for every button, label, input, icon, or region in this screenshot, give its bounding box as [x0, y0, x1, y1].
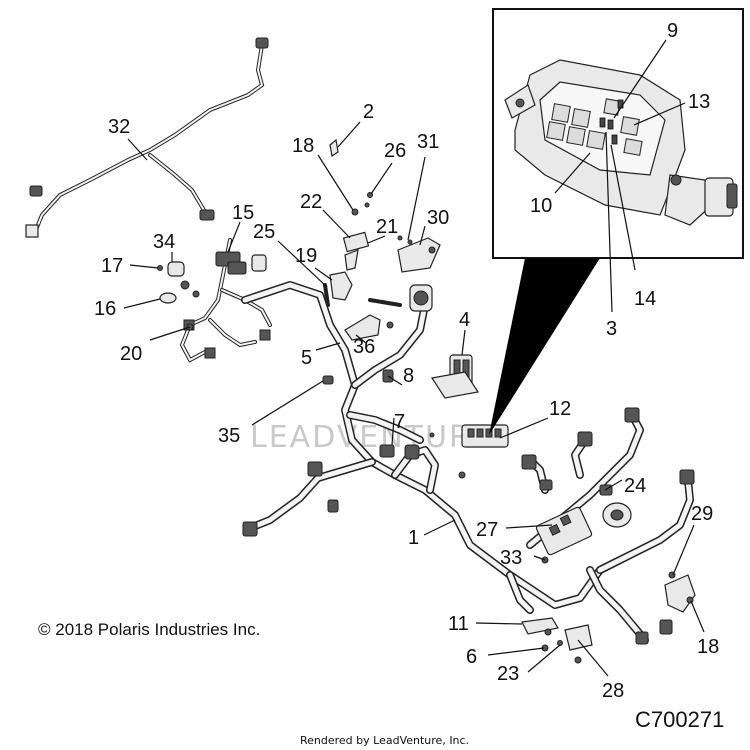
callout-17: 17: [101, 255, 123, 277]
leader-10: [554, 152, 591, 194]
callout-12: 12: [549, 398, 571, 420]
callout-15: 15: [232, 202, 254, 224]
callout-20: 20: [120, 343, 142, 365]
callout-36: 36: [353, 336, 375, 358]
callout-26: 26: [384, 140, 406, 162]
callout-32: 32: [108, 116, 130, 138]
callout-21: 21: [376, 216, 398, 238]
callout-33: 33: [500, 547, 522, 569]
callout-13: 13: [688, 91, 710, 113]
callout-34: 34: [153, 231, 175, 253]
callout-18-top: 18: [292, 135, 314, 157]
callout-numbers: 1 2 3 4 5 6 7 8 9 10 11 12 13 14 15 16 1…: [94, 20, 719, 702]
callout-27: 27: [476, 519, 498, 541]
leader-lines: [123, 121, 705, 677]
callout-3: 3: [606, 318, 617, 340]
callout-24: 24: [624, 475, 646, 497]
main-harness-1: [241, 281, 695, 645]
watermark: LEADVENTURE: [250, 420, 493, 455]
callout-4: 4: [459, 309, 470, 331]
callout-19: 19: [295, 245, 317, 267]
callout-16: 16: [94, 298, 116, 320]
callout-11: 11: [448, 613, 469, 635]
callout-35: 35: [218, 425, 240, 447]
rendered-by-text: Rendered by LeadVenture, Inc.: [300, 734, 469, 747]
callout-5: 5: [301, 347, 312, 369]
callout-18-right: 18: [697, 636, 719, 658]
hardware-lower: [429, 432, 696, 664]
leader-9: [613, 39, 667, 119]
harness-15: [179, 238, 272, 363]
inset-pointer: [489, 258, 600, 435]
leader-13: [633, 102, 686, 126]
leader-14: [610, 144, 636, 271]
callout-31: 31: [417, 131, 439, 153]
callout-6: 6: [466, 646, 477, 668]
callout-10: 10: [530, 195, 552, 217]
callout-1: 1: [408, 527, 419, 549]
callout-2: 2: [363, 101, 374, 123]
callout-22: 22: [300, 191, 322, 213]
part-12-fusebox: [458, 424, 509, 479]
callout-8: 8: [403, 365, 414, 387]
callout-7: 7: [394, 411, 405, 433]
callout-9: 9: [667, 20, 678, 42]
part-4-module: [431, 354, 479, 399]
callout-28: 28: [602, 680, 624, 702]
diagram-code: C700271: [635, 707, 724, 732]
leader-3: [605, 131, 613, 313]
callout-25: 25: [253, 221, 275, 243]
copyright-text: © 2018 Polaris Industries Inc.: [38, 620, 260, 639]
callout-29: 29: [691, 503, 713, 525]
inset-detail: [489, 8, 744, 435]
harness-32: [25, 37, 269, 238]
callout-23: 23: [497, 663, 519, 685]
callout-30: 30: [427, 207, 449, 229]
callout-14: 14: [634, 288, 656, 310]
